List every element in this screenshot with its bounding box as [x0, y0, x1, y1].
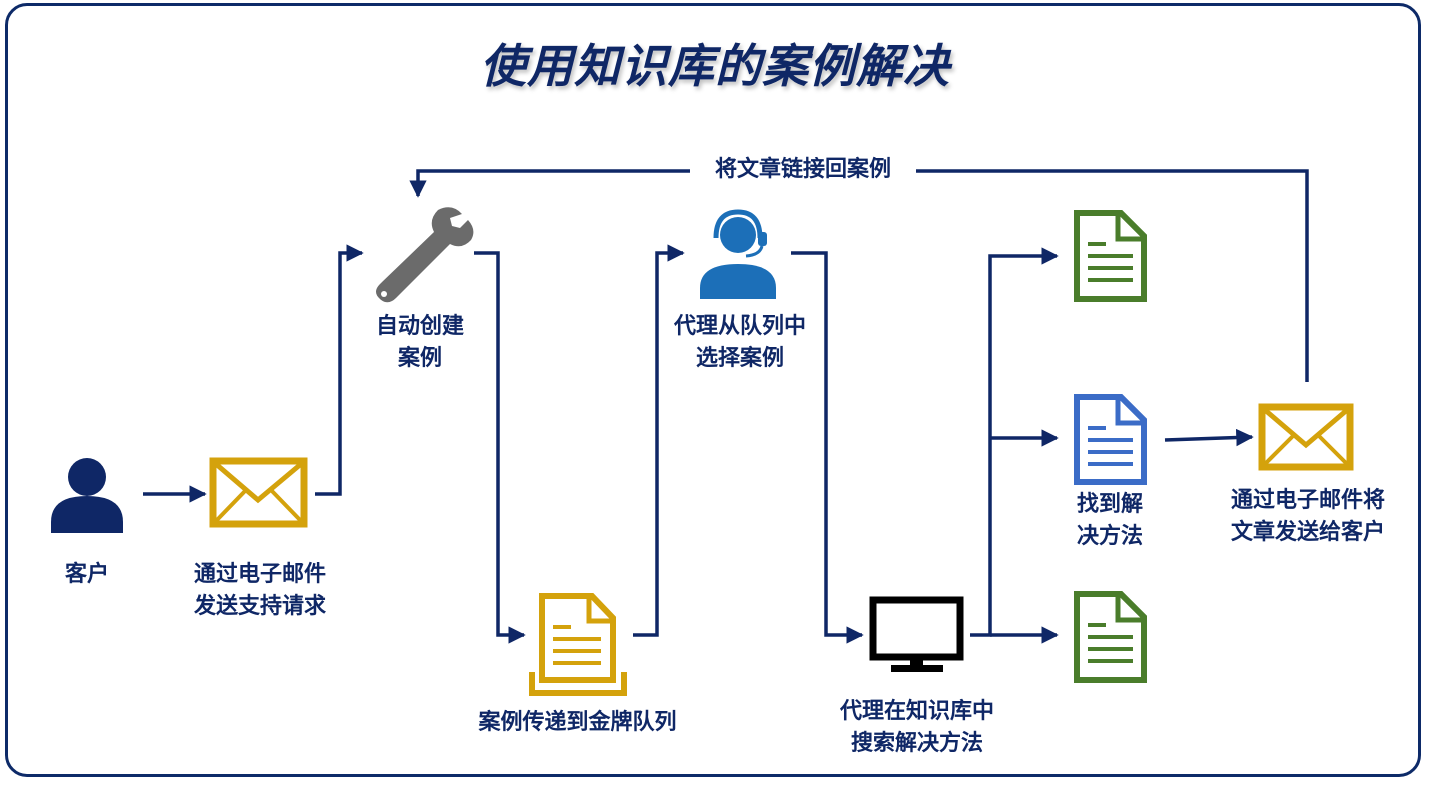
arrow-found-to-email — [1164, 428, 1254, 447]
agent-search-line-1: 代理在知识库中 — [839, 699, 994, 724]
found-solution-line-2: 决方法 — [1076, 524, 1143, 549]
envelope-icon — [1258, 403, 1354, 471]
agent-select-line-1: 代理从队列中 — [673, 314, 806, 339]
wrench-icon — [376, 207, 474, 303]
monitor-icon — [869, 596, 964, 672]
arrow-link-back-to-case — [409, 169, 1309, 382]
email-request-line-2: 发送支持请求 — [193, 594, 326, 619]
agent-select-line-2: 选择案例 — [695, 346, 784, 371]
arrow-queue-to-agent — [633, 244, 685, 637]
auto-create-line-2: 案例 — [397, 346, 442, 371]
customer-label: 客户 — [64, 562, 109, 587]
gold-queue-label: 案例传递到金牌队列 — [478, 710, 677, 735]
arrow-agent-to-monitor — [791, 251, 864, 644]
email-article-line-1: 通过电子邮件将 — [1230, 488, 1385, 513]
email-article-label: 通过电子邮件将 文章发送给客户 — [1210, 485, 1406, 549]
agent-select-label: 代理从队列中 选择案例 — [655, 311, 825, 375]
arrow-wrench-to-queue — [474, 251, 526, 644]
person-icon — [51, 458, 123, 533]
agent-search-label: 代理在知识库中 搜索解决方法 — [820, 696, 1014, 760]
diagram-title: 使用知识库的案例解决 — [480, 39, 950, 93]
auto-create-label: 自动创建 案例 — [355, 311, 485, 375]
document-icon — [1074, 394, 1147, 485]
arrow-email-to-wrench — [315, 244, 364, 496]
email-article-line-2: 文章发送给客户 — [1230, 520, 1385, 545]
email-request-line-1: 通过电子邮件 — [193, 562, 326, 587]
headset-agent-icon — [700, 209, 776, 299]
arrow-monitor-branch-top — [970, 247, 1059, 637]
email-request-label: 通过电子邮件 发送支持请求 — [170, 559, 350, 623]
agent-search-line-2: 搜索解决方法 — [850, 731, 983, 756]
auto-create-line-1: 自动创建 — [375, 314, 464, 339]
diagram-frame — [5, 3, 1421, 777]
found-solution-label: 找到解 决方法 — [1060, 489, 1160, 553]
document-tray-icon — [529, 593, 627, 696]
document-icon — [1074, 591, 1147, 683]
loop-back-label: 将文章链接回案例 — [690, 154, 916, 186]
envelope-icon — [209, 457, 308, 528]
found-solution-line-1: 找到解 — [1076, 492, 1143, 517]
document-icon — [1074, 210, 1147, 302]
